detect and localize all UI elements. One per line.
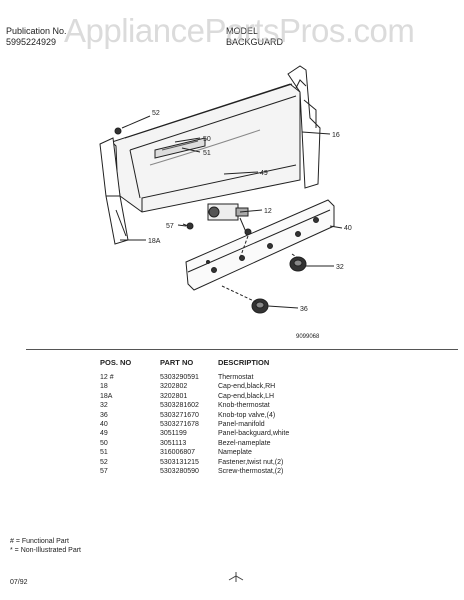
col-header-pos: POS. NO (100, 358, 132, 367)
functional-part-note: # = Functional Part (10, 538, 69, 545)
non-illustrated-note: * = Non-Illustrated Part (10, 547, 82, 554)
right-end-cap-shape (287, 65, 321, 189)
callout-49: 49 (260, 170, 268, 177)
callout-18a: 18A (148, 238, 161, 245)
top-valve-knob-shape (251, 298, 269, 314)
callout-52: 52 (152, 110, 160, 117)
callout-36: 36 (300, 306, 308, 313)
callout-51: 51 (203, 150, 211, 157)
backguard-panel-shape (111, 83, 301, 213)
thermostat-knob-shape (289, 256, 307, 272)
exploded-parts-diagram: 52 50 51 16 49 12 57 40 18A 32 36 909906… (99, 65, 352, 340)
callout-12: 12 (264, 208, 272, 215)
callout-50: 50 (203, 136, 211, 143)
callout-40: 40 (344, 225, 352, 232)
watermark-text: AppliancePartsPros.com (64, 12, 415, 49)
screw-shape (182, 222, 194, 230)
manifold-panel-shape (185, 199, 335, 291)
model-label: MODEL (226, 26, 259, 36)
publication-number: 5995224929 (6, 37, 57, 47)
col-header-desc: DESCRIPTION (218, 358, 270, 367)
section-title: BACKGUARD (226, 37, 284, 47)
print-mark-icon (228, 572, 244, 582)
callout-32: 32 (336, 264, 344, 271)
publication-label: Publication No. (6, 26, 67, 36)
callout-57: 57 (166, 223, 174, 230)
thermostat-shape (207, 203, 252, 236)
col-header-part: PART NO (160, 358, 194, 367)
drawing-code: 9099068 (296, 334, 320, 340)
section-divider (26, 349, 458, 350)
footer-date: 07/92 (10, 579, 28, 586)
nameplate-shape (154, 137, 206, 159)
callout-16: 16 (332, 132, 340, 139)
